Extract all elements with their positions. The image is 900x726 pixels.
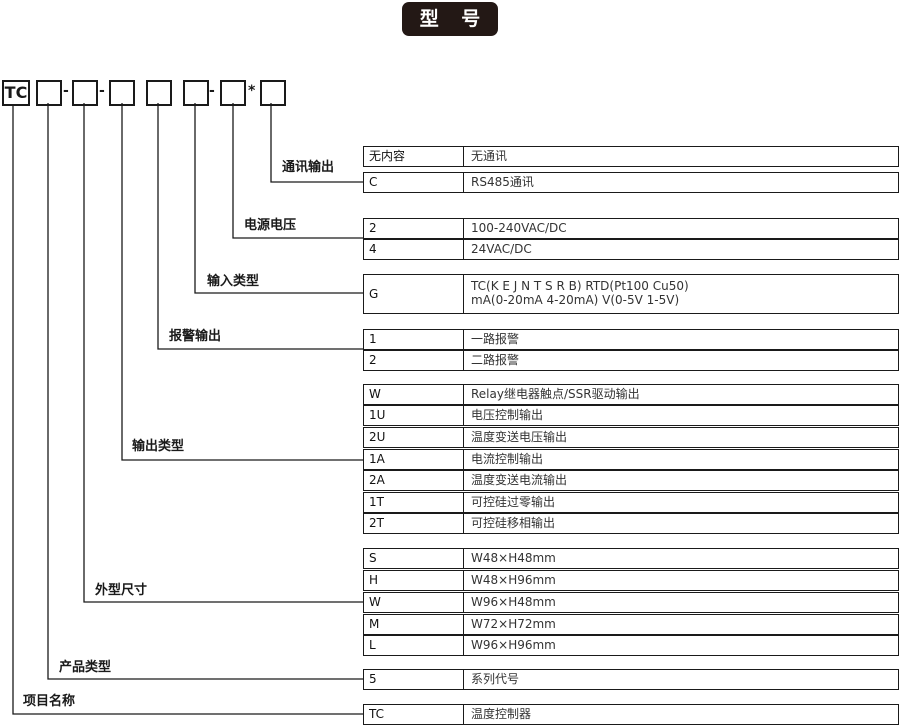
row-code: 无内容	[364, 147, 464, 166]
table-row: W Relay继电器触点/SSR驱动输出	[363, 384, 899, 405]
separator: *	[248, 83, 256, 99]
row-desc: 电压控制输出	[471, 408, 544, 422]
row-code: W	[364, 593, 464, 612]
row-desc-line1: TC(K E J N T S R B) RTD(Pt100 Cu50)	[471, 279, 689, 293]
table-row: 2 100-240VAC/DC	[363, 218, 899, 239]
table-row: 2A 温度变送电流输出	[363, 470, 899, 491]
section-label-size: 外型尺寸	[95, 583, 148, 598]
row-code: 2T	[364, 514, 464, 533]
row-desc: W96×H48mm	[471, 595, 556, 609]
row-desc: W48×H96mm	[471, 573, 556, 587]
section-label-output: 输出类型	[132, 439, 185, 454]
row-code: TC	[364, 705, 464, 724]
row-desc: 系列代号	[471, 672, 520, 686]
row-code: 4	[364, 240, 464, 259]
row-desc: 温度变送电压输出	[471, 430, 568, 444]
section-label-item: 项目名称	[23, 694, 76, 709]
row-code: 1U	[364, 406, 464, 425]
connector-size	[83, 103, 363, 603]
row-desc: W72×H72mm	[471, 617, 556, 631]
row-code: 5	[364, 670, 464, 689]
row-desc: 一路报警	[471, 332, 520, 346]
row-code: 2A	[364, 471, 464, 490]
code-box-power	[220, 80, 246, 106]
table-row: M W72×H72mm	[363, 614, 899, 635]
connector-input	[194, 103, 363, 294]
row-code: M	[364, 615, 464, 634]
connector-product	[47, 103, 363, 680]
row-desc: 可控硅移相输出	[471, 516, 556, 530]
code-box-comm	[260, 80, 286, 106]
model-prefix-box: TC	[2, 80, 30, 106]
table-row: 1 一路报警	[363, 329, 899, 350]
row-desc: 100-240VAC/DC	[471, 221, 567, 235]
connector-alarm	[157, 103, 363, 350]
table-row: W W96×H48mm	[363, 592, 899, 613]
row-code: G	[364, 275, 464, 313]
section-label-power: 电源电压	[244, 218, 297, 233]
code-box-product	[36, 80, 62, 106]
connector-power	[232, 103, 363, 239]
code-box-alarm	[146, 80, 172, 106]
section-label-comm: 通讯输出	[282, 160, 335, 175]
table-row: S W48×H48mm	[363, 548, 899, 569]
row-desc: 24VAC/DC	[471, 242, 532, 256]
table-row: 4 24VAC/DC	[363, 239, 899, 260]
separator: -	[63, 83, 69, 99]
connector-output	[121, 103, 363, 461]
row-code: L	[364, 636, 464, 655]
row-desc: Relay继电器触点/SSR驱动输出	[471, 387, 640, 401]
row-code: 1T	[364, 493, 464, 512]
row-desc: 二路报警	[471, 353, 520, 367]
code-box-output	[109, 80, 135, 106]
table-row: 2U 温度变送电压输出	[363, 427, 899, 448]
row-desc: 电流控制输出	[471, 452, 544, 466]
row-code: C	[364, 173, 464, 192]
table-row: TC 温度控制器	[363, 704, 899, 725]
table-row: 2T 可控硅移相输出	[363, 513, 899, 534]
table-row: 1A 电流控制输出	[363, 449, 899, 470]
row-desc: 可控硅过零输出	[471, 495, 556, 509]
row-desc: 温度变送电流输出	[471, 473, 568, 487]
table-row: 2 二路报警	[363, 350, 899, 371]
table-row: G TC(K E J N T S R B) RTD(Pt100 Cu50) mA…	[363, 274, 899, 314]
code-box-size	[72, 80, 98, 106]
row-code: 2	[364, 219, 464, 238]
table-row: H W48×H96mm	[363, 570, 899, 591]
row-code: S	[364, 549, 464, 568]
table-row: 1U 电压控制输出	[363, 405, 899, 426]
row-desc: W48×H48mm	[471, 551, 556, 565]
row-code: 2U	[364, 428, 464, 447]
row-desc: TC(K E J N T S R B) RTD(Pt100 Cu50) mA(0…	[465, 275, 689, 317]
separator: -	[99, 83, 105, 99]
row-desc-line2: mA(0-20mA 4-20mA) V(0-5V 1-5V)	[471, 293, 680, 307]
connector-item	[12, 104, 363, 715]
connector-comm	[270, 103, 363, 183]
separator: -	[209, 83, 215, 99]
row-code: W	[364, 385, 464, 404]
table-row: 无内容 无通讯	[363, 146, 899, 167]
table-row: 5 系列代号	[363, 669, 899, 690]
section-label-product: 产品类型	[59, 660, 112, 675]
row-desc: 无通讯	[471, 149, 508, 163]
row-desc: W96×H96mm	[471, 638, 556, 652]
page-title: 型 号	[402, 2, 498, 36]
row-desc: RS485通讯	[471, 175, 534, 189]
row-desc: 温度控制器	[471, 707, 532, 721]
row-code: 1A	[364, 450, 464, 469]
table-row: 1T 可控硅过零输出	[363, 492, 899, 513]
row-code: 2	[364, 351, 464, 370]
table-row: L W96×H96mm	[363, 635, 899, 656]
section-label-alarm: 报警输出	[169, 329, 222, 344]
table-row: C RS485通讯	[363, 172, 899, 193]
code-box-input	[183, 80, 209, 106]
row-code: H	[364, 571, 464, 590]
row-code: 1	[364, 330, 464, 349]
section-label-input: 输入类型	[207, 274, 260, 289]
